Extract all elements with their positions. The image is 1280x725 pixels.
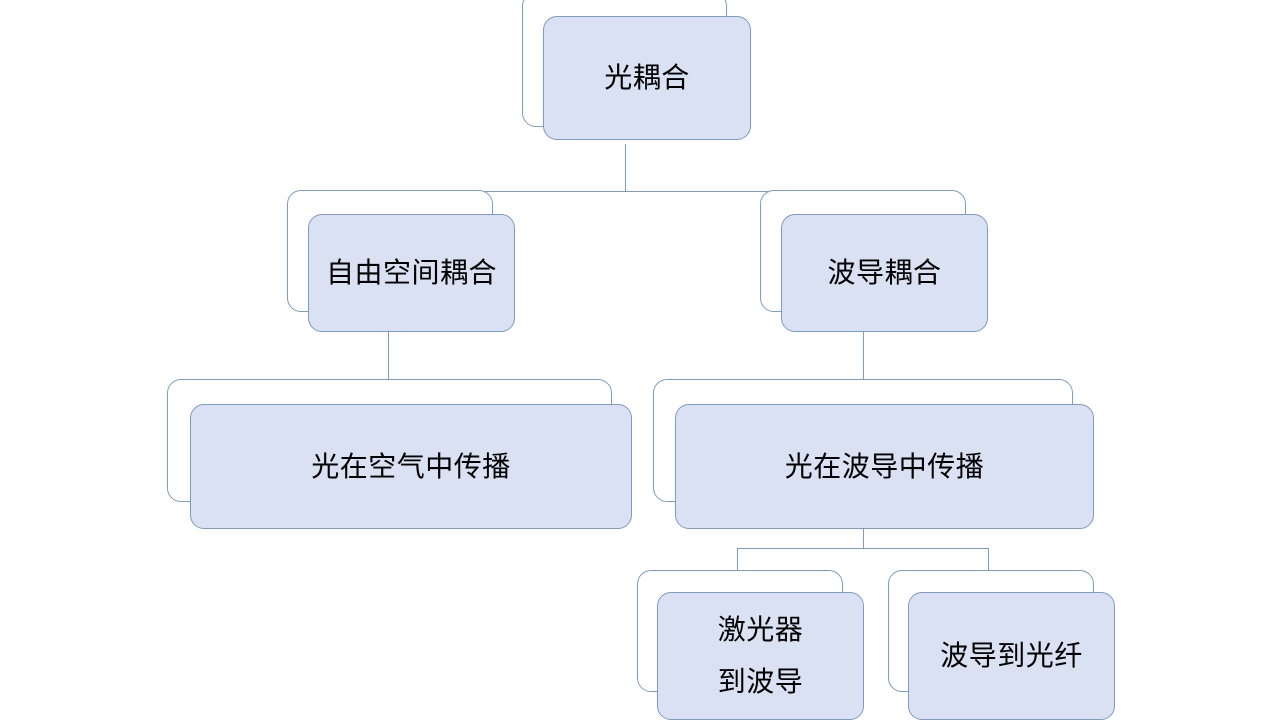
node-free-space[interactable]: 自由空间耦合	[287, 190, 517, 340]
node-root[interactable]: 光耦合	[522, 0, 752, 152]
node-laser-to-waveguide[interactable]: 激光器 到波导	[637, 570, 869, 725]
node-wg-propagation-box[interactable]: 光在波导中传播	[675, 404, 1094, 529]
node-waveguide-label: 波导耦合	[827, 257, 942, 289]
node-free-space-label: 自由空间耦合	[325, 257, 497, 289]
node-root-label: 光耦合	[604, 62, 690, 94]
node-wg-propagation[interactable]: 光在波导中传播	[653, 379, 1098, 534]
node-laser-to-waveguide-box[interactable]: 激光器 到波导	[657, 592, 864, 720]
connector-waveguide-to-wg	[863, 330, 864, 380]
connector-root-stem	[625, 144, 626, 191]
connector-level3-bus	[737, 548, 989, 549]
connector-to-laser	[737, 548, 738, 571]
node-waveguide[interactable]: 波导耦合	[760, 190, 990, 340]
connector-wg-stem	[863, 521, 864, 548]
node-waveguide-to-fiber-label: 波导到光纤	[940, 640, 1083, 672]
connector-level1-bus	[388, 191, 863, 192]
node-waveguide-to-fiber-box[interactable]: 波导到光纤	[908, 592, 1115, 720]
node-wg-propagation-label: 光在波导中传播	[784, 450, 985, 482]
node-free-space-box[interactable]: 自由空间耦合	[308, 214, 515, 332]
node-laser-to-waveguide-label: 激光器 到波导	[717, 614, 804, 697]
node-waveguide-box[interactable]: 波导耦合	[781, 214, 988, 332]
node-air-propagation-label: 光在空气中传播	[311, 450, 511, 482]
node-air-propagation[interactable]: 光在空气中传播	[167, 379, 637, 534]
connector-free-space-to-air	[388, 330, 389, 380]
node-waveguide-to-fiber[interactable]: 波导到光纤	[888, 570, 1120, 725]
node-root-box[interactable]: 光耦合	[543, 16, 751, 140]
node-air-propagation-box[interactable]: 光在空气中传播	[190, 404, 632, 529]
connector-to-fiber	[988, 548, 989, 571]
